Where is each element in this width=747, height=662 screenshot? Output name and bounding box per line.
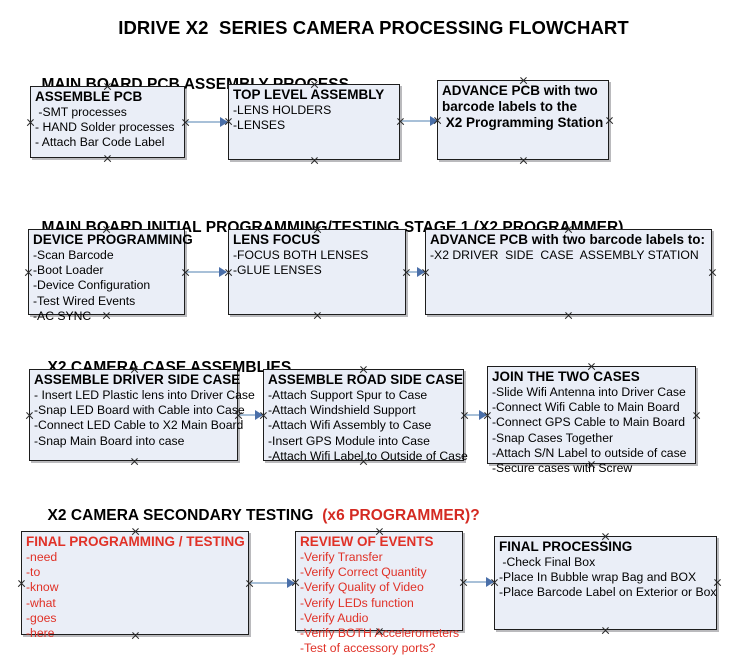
box-line: -Connect Wifi Cable to Main Board [492,400,680,415]
connector-review-of-events-to-final-processing [464,581,493,583]
box-line: -need [26,550,58,564]
box-line: -Connect LED Cable to X2 Main Board [34,418,244,433]
box-final-programming-testing[interactable]: FINAL PROGRAMMING / TESTING -need -to -k… [21,531,249,640]
box-line: -Verify Audio [300,610,369,625]
box-line: -Insert GPS Module into Case [268,433,430,448]
box-line: -Device Configuration [33,278,151,293]
box-line: -Attach S/N Label to outside of case [492,445,687,460]
box-line: barcode labels to the [442,99,578,114]
box-line: -Boot Loader [33,263,104,278]
box-line: -LENS HOLDERS [233,103,332,117]
box-assemble-road-side-case[interactable]: ASSEMBLE ROAD SIDE CASE -Attach Support … [263,369,468,463]
connector-top-level-to-advance-pcb [401,120,437,122]
box-line: -SMT processes [35,105,127,119]
box-line: -Verify LEDs function [300,595,414,610]
box-line: -Attach Support Spur to Case [268,388,428,402]
box-line: - Insert LED Plastic lens into Driver Ca… [34,388,255,402]
box-line: -Scan Barcode [33,248,114,262]
box-title: LENS FOCUS [233,232,321,247]
box-title: ASSEMBLE PCB [35,89,143,104]
box-device-programming[interactable]: DEVICE PROGRAMMING -Scan Barcode -Boot L… [28,229,193,323]
box-line: -Verify Transfer [300,550,383,564]
box-title: DEVICE PROGRAMMING [33,232,193,247]
box-line: -Slide Wifi Antenna into Driver Case [492,385,686,399]
box-line: -Secure cases with Screw [492,461,633,476]
box-title: FINAL PROCESSING [499,539,633,554]
box-line: -Snap Main Board into case [34,433,185,448]
box-line: -Connect GPS Cable to Main Board [492,415,686,430]
box-line-overflow: -Test of accessory ports? [300,641,436,656]
section-heading-x2-camera-secondary-testing: X2 CAMERA SECONDARY TESTING (x6 PROGRAMM… [30,489,480,543]
box-join-the-two-cases[interactable]: JOIN THE TWO CASES -Slide Wifi Antenna i… [487,366,696,475]
connector-final-programming-to-review-of-events [250,582,294,584]
box-line: -GLUE LENSES [233,263,322,278]
box-line: -Snap Cases Together [492,430,614,445]
connector-assemble-pcb-to-top-level [186,121,227,123]
box-line: -Verify Quality of Video [300,580,424,595]
box-line: X2 Programming Station [442,115,604,130]
page-title: IDRIVE X2 SERIES CAMERA PROCESSING FLOWC… [118,17,629,38]
box-assemble-pcb[interactable]: ASSEMBLE PCB -SMT processes - HAND Solde… [30,86,185,158]
box-line: -Place Barcode Label on Exterior or Box [499,585,717,600]
box-lens-focus[interactable]: LENS FOCUS -FOCUS BOTH LENSES -GLUE LENS… [228,229,406,315]
box-line: -Place In Bubble wrap Bag and BOX [499,570,697,585]
connector-driver-case-to-road-case [239,414,262,416]
box-title: ASSEMBLE ROAD SIDE CASE [268,372,464,387]
section-heading-accent: (x6 PROGRAMMER)? [322,507,480,524]
box-title: ASSEMBLE DRIVER SIDE CASE [34,372,241,387]
box-line: -Attach Windshield Support [268,403,416,418]
box-line: -Check Final Box [499,555,596,569]
box-line: -goes [26,610,57,625]
box-line: -X2 DRIVER SIDE CASE ASSEMBLY STATION [430,248,699,262]
box-top-level-assembly[interactable]: TOP LEVEL ASSEMBLY -LENS HOLDERS -LENSES [228,84,400,160]
box-title: TOP LEVEL ASSEMBLY [233,87,385,102]
box-title: REVIEW OF EVENTS [300,534,434,549]
box-line: -Snap LED Board with Cable into Case [34,403,245,418]
box-line: - Attach Bar Code Label [35,135,165,150]
box-line: -to [26,565,41,580]
box-line: -Verify Correct Quantity [300,565,427,580]
connector-lens-focus-to-advance-pcb [407,271,424,273]
box-line: -Test Wired Events [33,293,136,308]
connector-road-case-to-join-cases [465,414,486,416]
box-line: - HAND Solder processes [35,120,175,135]
box-line: -Attach Wifi Label to Outside of Case [268,448,468,463]
box-title: ADVANCE PCB with two [442,83,598,98]
box-advance-pcb-programming-station[interactable]: ADVANCE PCB with two barcode labels to t… [437,80,609,160]
box-assemble-driver-side-case[interactable]: ASSEMBLE DRIVER SIDE CASE - Insert LED P… [29,369,255,461]
box-title: ADVANCE PCB with two barcode labels to: [430,232,706,247]
box-advance-pcb-driver-side-station[interactable]: ADVANCE PCB with two barcode labels to: … [425,229,712,315]
box-final-processing[interactable]: FINAL PROCESSING -Check Final Box -Place… [494,536,717,630]
box-title: FINAL PROGRAMMING / TESTING [26,534,245,549]
box-line: -AC SYNC [33,308,92,323]
box-review-of-events[interactable]: REVIEW OF EVENTS -Verify Transfer -Verif… [295,531,463,655]
box-line: -Attach Wifi Assembly to Case [268,418,432,433]
box-line: -know [26,580,59,595]
connector-device-programming-to-lens-focus [186,271,226,273]
box-line: -what [26,595,56,610]
box-line: -FOCUS BOTH LENSES [233,248,369,262]
box-line: -here [26,626,55,641]
section-heading-text: X2 CAMERA SECONDARY TESTING [47,507,323,524]
box-line: -LENSES [233,118,286,133]
box-title: JOIN THE TWO CASES [492,369,640,384]
box-line: -Verify BOTH Accelerometers [300,626,460,641]
